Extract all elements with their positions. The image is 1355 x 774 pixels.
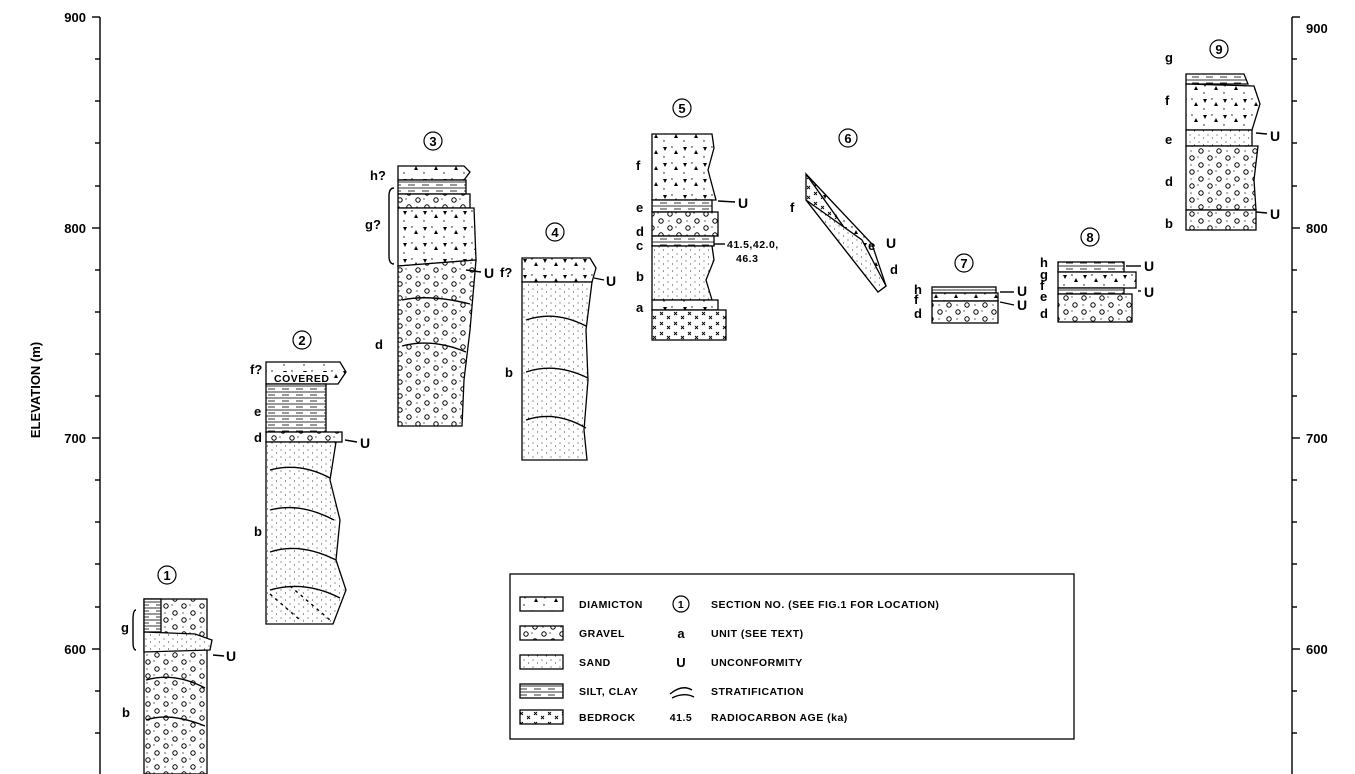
section-6-unit-e: e: [868, 238, 875, 253]
section-5-unit-a: a: [636, 300, 644, 315]
section-8-unit-d: d: [1040, 306, 1048, 321]
legend-text-section: SECTION NO. (SEE FIG.1 FOR LOCATION): [711, 599, 939, 611]
section-5-unit-e: e: [636, 200, 643, 215]
legend-symbol-radiocarbon: 41.5: [670, 712, 692, 724]
section-9-unit-f: f: [1165, 93, 1170, 108]
section-3-unit-g: g?: [365, 217, 381, 232]
section-2-unit-e: e: [254, 404, 261, 419]
section-8-number: 8: [1086, 230, 1093, 245]
right-tick-900: 900: [1306, 21, 1328, 36]
section-9-number: 9: [1215, 42, 1222, 57]
section-7-number: 7: [960, 256, 967, 271]
section-5-unit-c: c: [636, 238, 643, 253]
left-elevation-axis: 900 800 700 600 ELEVATION (m): [28, 10, 100, 774]
legend-swatch-gravel: [520, 626, 563, 640]
section-1-number: 1: [163, 568, 170, 583]
section-3: 3 h? g? d U: [365, 132, 494, 426]
legend-symbol-section: 1: [678, 599, 684, 611]
section-5-unconformity: U: [738, 195, 748, 211]
section-7-unconformity-2: U: [1017, 297, 1027, 313]
legend-text-unconformity: UNCONFORMITY: [711, 657, 803, 669]
section-3-unit-d: d: [375, 337, 383, 352]
section-5-unit-b: b: [636, 269, 644, 284]
section-4-unit-b: b: [505, 365, 513, 380]
section-6-unconformity: U: [886, 235, 896, 251]
legend-label-diamicton: DIAMICTON: [579, 599, 643, 611]
section-7: 7 h f d U U: [914, 254, 1027, 323]
legend-text-radiocarbon: RADIOCARBON AGE (ka): [711, 712, 848, 724]
section-2-unit-b: b: [254, 524, 262, 539]
section-9-unconformity-1: U: [1270, 128, 1280, 144]
legend-symbol-unit: a: [677, 626, 685, 641]
section-8-unit-e: e: [1040, 289, 1047, 304]
legend-swatch-diamicton: [520, 597, 563, 611]
section-2-unit-d: d: [254, 430, 262, 445]
section-7-unit-f: f: [914, 292, 919, 307]
section-2-number: 2: [298, 333, 305, 348]
left-tick-600: 600: [64, 642, 86, 657]
section-1-unit-g: g: [121, 620, 129, 635]
right-tick-600: 600: [1306, 642, 1328, 657]
section-5-number: 5: [678, 101, 685, 116]
section-5-radiocarbon-ages-2: 46.3: [736, 253, 758, 265]
right-tick-700: 700: [1306, 431, 1328, 446]
section-8-unconformity-1: U: [1144, 258, 1154, 274]
legend-text-stratification: STRATIFICATION: [711, 686, 804, 698]
section-9-unit-d: d: [1165, 174, 1173, 189]
left-tick-900: 900: [64, 10, 86, 25]
section-5-radiocarbon-ages: 41.5,42.0,: [727, 239, 779, 251]
section-5: 5 f e d c b a U 41.5,42.0, 46.3: [636, 99, 779, 340]
section-2-covered-note: COVERED: [274, 373, 329, 385]
legend-swatch-sand: [520, 655, 563, 669]
section-9-unit-e: e: [1165, 132, 1172, 147]
y-axis-label: ELEVATION (m): [28, 342, 43, 438]
section-2: 2 COVERED f? e d b U: [250, 331, 370, 624]
section-2-unit-f: f?: [250, 362, 262, 377]
legend-swatch-bedrock: [520, 710, 563, 724]
section-4-number: 4: [551, 225, 559, 240]
section-2-unconformity: U: [360, 435, 370, 451]
section-1-unconformity: U: [226, 648, 236, 664]
legend-swatch-silt-clay: [520, 684, 563, 698]
legend-text-unit: UNIT (SEE TEXT): [711, 628, 804, 640]
left-tick-700: 700: [64, 431, 86, 446]
section-6-number: 6: [844, 131, 851, 146]
section-5-unit-f: f: [636, 158, 641, 173]
section-8: 8 h g f e d U U: [1040, 228, 1154, 322]
section-3-number: 3: [429, 134, 436, 149]
section-9: 9 g f e d b U U: [1165, 40, 1280, 231]
section-9-unit-b: b: [1165, 216, 1173, 231]
legend-label-silt-clay: SILT, CLAY: [579, 686, 638, 698]
section-9-unconformity-2: U: [1270, 206, 1280, 222]
section-3-unit-h: h?: [370, 168, 386, 183]
section-1: 1 g b U: [121, 566, 236, 774]
right-tick-800: 800: [1306, 221, 1328, 236]
section-5-unit-d: d: [636, 224, 644, 239]
legend: DIAMICTON GRAVEL SAND SILT, CLAY BEDROCK…: [510, 574, 1074, 739]
legend-label-sand: SAND: [579, 657, 611, 669]
section-9-unit-g: g: [1165, 50, 1173, 65]
section-6-unit-f: f: [790, 200, 795, 215]
section-4-unit-f: f?: [500, 265, 512, 280]
legend-symbol-unconformity: U: [676, 655, 685, 670]
left-tick-800: 800: [64, 221, 86, 236]
section-8-unconformity-2: U: [1144, 284, 1154, 300]
legend-label-bedrock: BEDROCK: [579, 712, 636, 724]
section-4: 4 f? b U: [500, 223, 616, 460]
right-elevation-axis: 900 800 700 600: [1292, 17, 1328, 774]
section-7-unit-d: d: [914, 306, 922, 321]
section-3-unconformity: U: [484, 265, 494, 281]
section-6-unit-d: d: [890, 262, 898, 277]
section-6: 6 f e d U: [790, 129, 898, 292]
section-1-unit-b: b: [122, 705, 130, 720]
section-4-unconformity: U: [606, 273, 616, 289]
legend-label-gravel: GRAVEL: [579, 628, 625, 640]
